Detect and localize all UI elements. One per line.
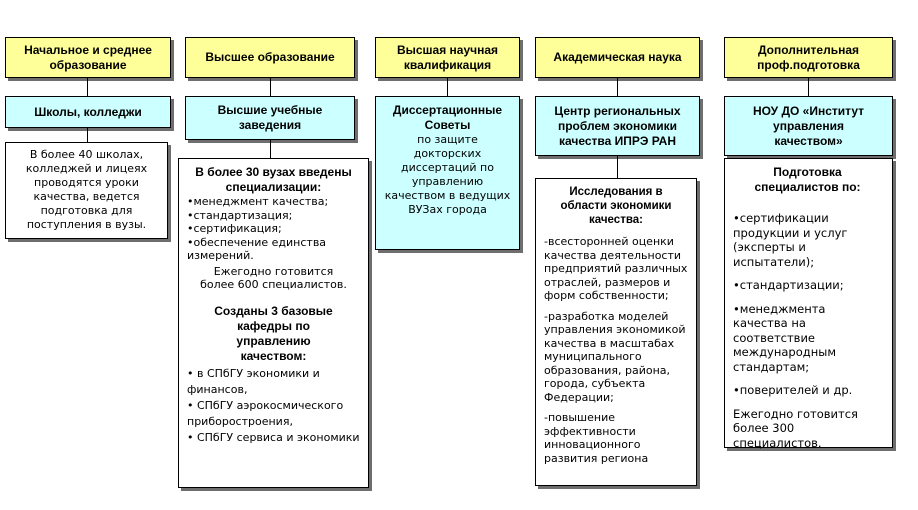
col4-body-item: -повышение эффективности инновационного … xyxy=(544,411,649,465)
col4-body-title: Исследования в области экономики качеств… xyxy=(560,186,672,226)
col4-sub-text: Центр региональных проблем экономики кач… xyxy=(554,103,681,148)
col2-connector-bottom xyxy=(270,140,271,158)
col3-sub-text: по защите докторских диссертаций по упра… xyxy=(384,133,511,216)
col4-body: Исследования в области экономики качеств… xyxy=(535,178,697,486)
col2-body-item: •обеспечение единства измерений. xyxy=(187,235,327,263)
col2-body: В более 30 вузах введены специализации: … xyxy=(178,158,369,488)
col4-connector-top xyxy=(617,78,618,96)
col5-body: Подготовка специалистов по: •сертификаци… xyxy=(724,158,893,450)
col3-header-text: Высшая научная квалификация xyxy=(396,42,499,72)
col4-body-item: -всесторонней оценки качества деятельнос… xyxy=(544,235,688,302)
col2-body-title2: Созданы 3 базовые кафедры по управлению … xyxy=(214,303,333,363)
col2-body-item2: • СПбГУ сервиса и экономики xyxy=(187,430,360,444)
col5-body-item: •менеджмента качества на соответствие ме… xyxy=(733,301,836,374)
col2-body-note: Ежегодно готовится более 600 специалисто… xyxy=(200,264,347,292)
col3-sub-title: Диссертационные Советы xyxy=(392,103,503,132)
col1-connector-bottom xyxy=(87,128,88,142)
col3-header: Высшая научная квалификация xyxy=(375,37,520,78)
col1-body: В более 40 школах, колледжей и лицеях пр… xyxy=(5,142,168,239)
col1-header-text: Начальное и среднее образование xyxy=(24,42,152,72)
col1-sub: Школы, колледжи xyxy=(5,96,171,128)
col5-sub: НОУ ДО «Институт управления качеством» xyxy=(724,96,893,156)
col2-body-item: •менеджмент качества; xyxy=(187,195,329,208)
col1-header: Начальное и среднее образование xyxy=(5,37,171,78)
col2-header-text: Высшее образование xyxy=(205,50,335,64)
col1-connector-top xyxy=(87,78,88,96)
col2-body-item2: • в СПбГУ экономики и финансов, xyxy=(187,366,320,396)
col2-body-item: •стандартизация; xyxy=(187,208,293,222)
col5-header-text: Дополнительная проф.подготовка xyxy=(757,42,860,72)
col5-sub-text: НОУ ДО «Институт управления качеством» xyxy=(752,103,865,148)
col2-body-title: В более 30 вузах введены специализации: xyxy=(195,165,352,194)
col5-body-item: Ежегодно готовится более 300 специалисто… xyxy=(733,406,858,450)
col2-body-item: •сертификация; xyxy=(187,222,282,235)
col1-body-text: В более 40 школах, колледжей и лицеях пр… xyxy=(25,148,148,231)
col5-body-item: •поверителей и др. xyxy=(733,383,853,397)
col4-body-item: -разработка моделей управления экономико… xyxy=(544,309,686,404)
col4-sub: Центр региональных проблем экономики кач… xyxy=(535,96,700,156)
col5-body-item: •стандартизации; xyxy=(733,278,844,292)
col4-header-text: Академическая наука xyxy=(553,50,682,64)
col5-body-item: •сертификации продукции и услуг (эксперт… xyxy=(733,211,848,269)
col2-sub-text: Высшие учебные заведения xyxy=(217,103,323,132)
col3-connector-top xyxy=(447,78,448,96)
col2-connector-top xyxy=(270,78,271,96)
col4-connector-bottom xyxy=(617,156,618,178)
col2-sub: Высшие учебные заведения xyxy=(185,96,355,140)
col5-connector-top xyxy=(808,78,809,96)
col5-body-title: Подготовка специалистов по: xyxy=(754,165,861,194)
col4-header: Академическая наука xyxy=(535,37,700,78)
col3-sub: Диссертационные Советы по защите докторс… xyxy=(375,96,520,250)
col2-header: Высшее образование xyxy=(185,37,355,78)
col2-body-item2: • СПбГУ аэрокосмического приборостроения… xyxy=(187,398,344,428)
col5-header: Дополнительная проф.подготовка xyxy=(724,37,893,78)
col1-sub-text: Школы, колледжи xyxy=(34,104,142,119)
